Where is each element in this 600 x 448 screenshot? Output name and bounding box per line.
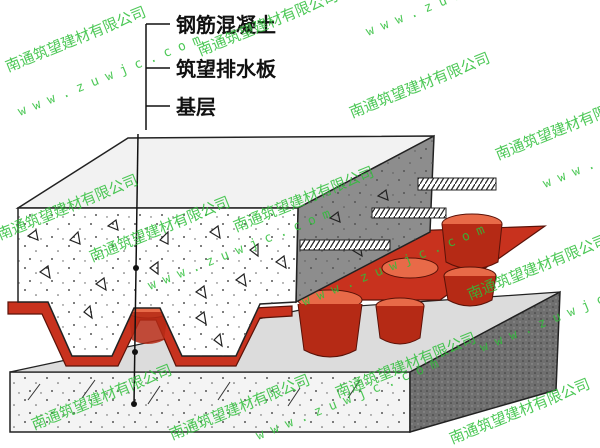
watermark-url: w w w . z u w j c . c o m bbox=[364, 0, 551, 40]
drainage-cup-wall bbox=[375, 305, 425, 345]
drainage-cup-wall bbox=[443, 275, 497, 307]
base-layer-side bbox=[409, 290, 561, 433]
base-layer-hatch bbox=[27, 379, 361, 407]
rebar bbox=[417, 177, 497, 191]
drainage-cup-wall bbox=[128, 312, 168, 344]
concrete-block bbox=[15, 134, 497, 357]
concrete-block-front-texture bbox=[18, 208, 298, 356]
drainage-board bbox=[7, 213, 547, 367]
watermark-company: 南通筑望建材有限公司 bbox=[347, 49, 493, 122]
base-layer-texture bbox=[10, 372, 410, 432]
leader-dot-concrete bbox=[133, 265, 139, 271]
rebar bbox=[299, 239, 391, 251]
leader-lines bbox=[131, 23, 170, 407]
leader-dot-base-layer bbox=[131, 401, 137, 407]
label-concrete: 钢筋混凝土 bbox=[176, 13, 276, 37]
drainage-cup bbox=[381, 257, 439, 279]
concrete-block-side-texture bbox=[296, 136, 434, 302]
label-base-layer: 基层 bbox=[176, 95, 216, 119]
rebar bbox=[371, 207, 447, 219]
leader-dot-drain-board bbox=[132, 349, 138, 355]
watermark-company: 南通筑望建材有限公司 bbox=[493, 91, 600, 164]
label-drain-board: 筑望排水板 bbox=[176, 57, 277, 81]
drainage-cup-wall bbox=[297, 303, 363, 358]
